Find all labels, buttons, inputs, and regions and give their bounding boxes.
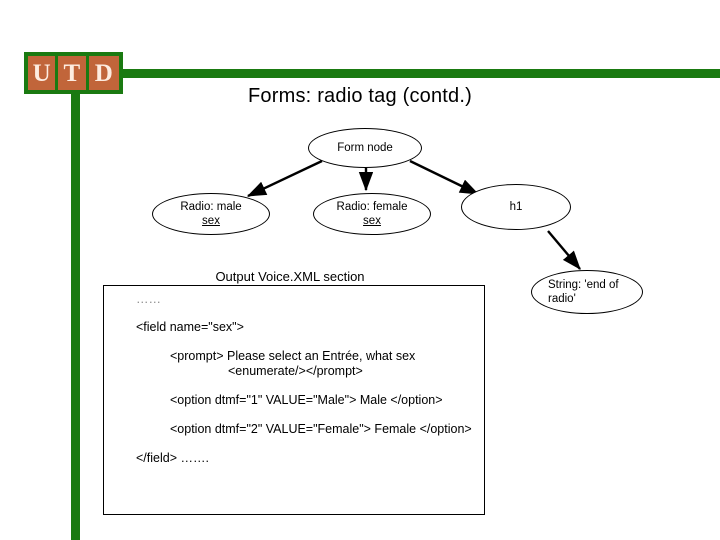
- logo-letter-d: D: [88, 56, 120, 90]
- code-line-field-open: <field name="sex">: [136, 320, 244, 334]
- page-title: Forms: radio tag (contd.): [248, 85, 472, 107]
- node-string: String: 'end of radio': [531, 270, 643, 314]
- edge-form-to-h1: [409, 159, 480, 196]
- edge-form-to-radio-male: [246, 159, 323, 198]
- node-radio-female-field: sex: [363, 215, 381, 227]
- node-h1: h1: [461, 184, 571, 230]
- logo-letter-t: T: [58, 56, 86, 90]
- code-line-prompt: <prompt> Please select an Entrée, what s…: [170, 349, 419, 378]
- code-line-option-male: <option dtmf="1" VALUE="Male"> Male </op…: [170, 393, 443, 407]
- utd-logo: U T D: [24, 52, 123, 94]
- logo-letter-u: U: [28, 56, 56, 90]
- node-radio-male: Radio: male sex: [152, 193, 270, 235]
- output-section-heading: Output Voice.XML section: [215, 269, 365, 284]
- node-radio-female: Radio: female sex: [313, 193, 431, 235]
- node-radio-male-label: Radio: male: [180, 200, 242, 213]
- node-form: Form node: [308, 128, 422, 168]
- node-radio-female-label: Radio: female: [336, 200, 408, 213]
- brand-bar-horizontal: [118, 69, 720, 78]
- code-line-field-close: </field> …….: [136, 451, 209, 465]
- node-radio-male-field: sex: [202, 215, 220, 227]
- code-line-ellipsis-top: ……: [136, 292, 161, 306]
- edge-h1-to-string: [547, 230, 581, 270]
- code-line-option-female: <option dtmf="2" VALUE="Female"> Female …: [170, 422, 472, 436]
- node-radio-female-text: Radio: female sex: [337, 200, 408, 229]
- voicexml-code-box: …… <field name="sex"> <prompt> Please se…: [103, 285, 485, 515]
- node-h1-label: h1: [509, 200, 523, 213]
- node-radio-male-text: Radio: male sex: [180, 200, 241, 229]
- node-string-label: String: 'end of radio': [548, 278, 619, 305]
- brand-bar-vertical: [71, 78, 80, 540]
- node-form-label: Form node: [337, 141, 393, 154]
